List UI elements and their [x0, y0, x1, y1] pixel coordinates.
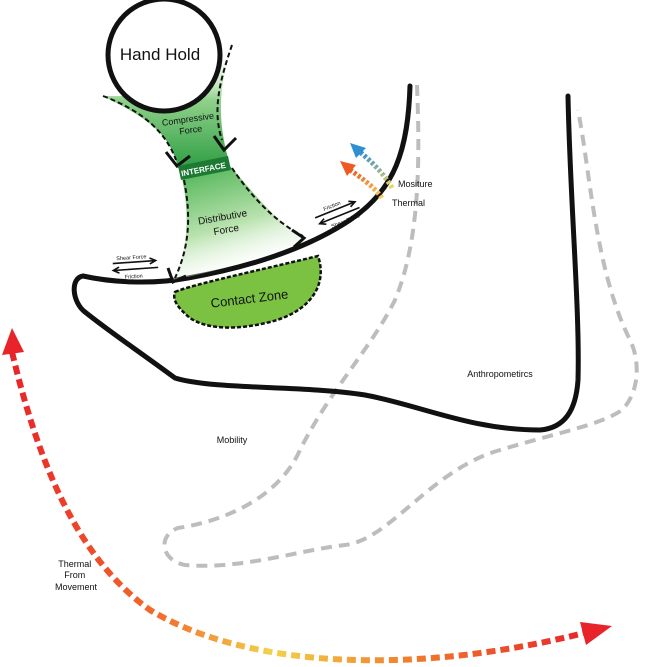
- contact-zone-shape: [173, 254, 322, 329]
- right-shear-arrow: [317, 206, 360, 225]
- distributive-arrowhead-right: [291, 228, 307, 249]
- left-shear-arrow: [112, 257, 158, 265]
- moisture-label: Mositure: [398, 179, 433, 189]
- thermal-movement-arrowhead-right: [580, 622, 612, 645]
- left-friction-arrow: [111, 266, 159, 274]
- thermal-movement-arc: [9, 351, 589, 664]
- moisture-arrow-line: [358, 150, 395, 190]
- thermal-small-arrowhead: [340, 161, 356, 176]
- thermal-from-movement-label: Thermal From Movement: [55, 559, 98, 592]
- moisture-arrowhead: [350, 143, 366, 158]
- right-shear-force-label: Shear Force: [331, 213, 361, 230]
- right-friction-arrow: [314, 200, 357, 219]
- compressive-force-left-dashes: [102, 95, 177, 161]
- compressive-arrowhead-right: [212, 135, 238, 153]
- hand-hold-label: Hand Hold: [120, 45, 200, 64]
- left-shear-friction-arrows: Shear Force Friction: [111, 254, 159, 281]
- compressive-arrowhead-left: [164, 151, 191, 169]
- anthropometrics-label: Anthropometircs: [467, 369, 533, 379]
- left-shear-force-label: Shear Force: [116, 254, 147, 262]
- mobility-dashed-outline: [162, 84, 639, 568]
- compressive-force-right-dashes: [216, 44, 233, 141]
- mobility-label: Mobility: [217, 435, 248, 445]
- distributive-force-region: [172, 166, 305, 280]
- distributive-force-left-dashes: [174, 179, 190, 279]
- limb-outline-front: [71, 83, 581, 433]
- thermal-label: Thermal: [392, 198, 425, 208]
- left-friction-label: Friction: [125, 273, 143, 280]
- thermal-movement-arrowhead-top: [2, 328, 24, 355]
- distributive-arrowhead-left: [166, 267, 187, 285]
- hand-hold-circle: [105, 0, 223, 114]
- thermal-small-arrow-line: [348, 167, 385, 200]
